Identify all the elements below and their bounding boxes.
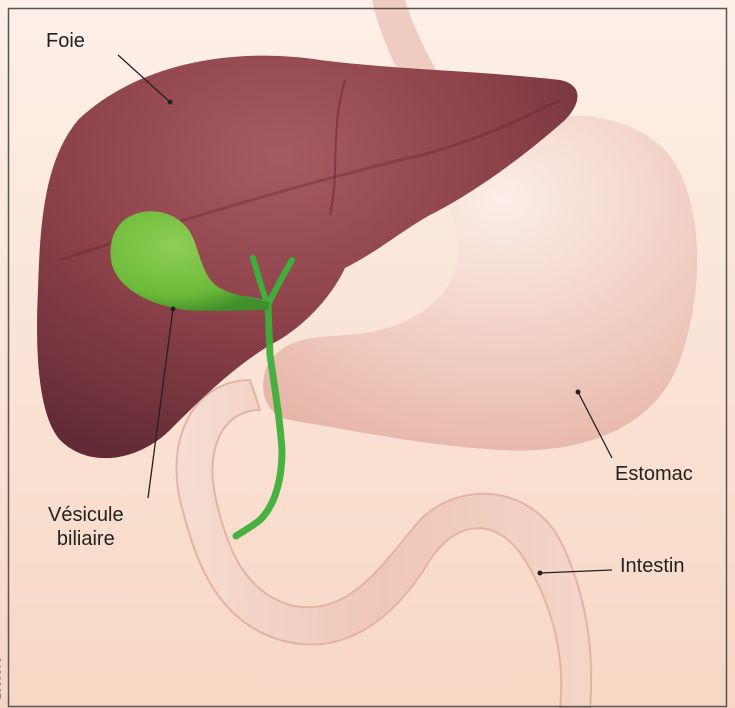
leader-dot-intestine bbox=[538, 571, 543, 576]
figure-code: 1539575 bbox=[0, 657, 3, 700]
leader-dot-gallbladder bbox=[171, 307, 176, 312]
label-liver: Foie bbox=[46, 29, 85, 53]
label-intestine: Intestin bbox=[620, 554, 684, 578]
label-stomach: Estomac bbox=[615, 462, 693, 486]
label-gallbladder: Vésicule biliaire bbox=[48, 503, 124, 551]
label-gallbladder-line1: Vésicule bbox=[48, 503, 124, 527]
leader-dot-liver bbox=[168, 100, 173, 105]
leader-dot-stomach bbox=[576, 390, 581, 395]
label-gallbladder-line2: biliaire bbox=[48, 527, 124, 551]
